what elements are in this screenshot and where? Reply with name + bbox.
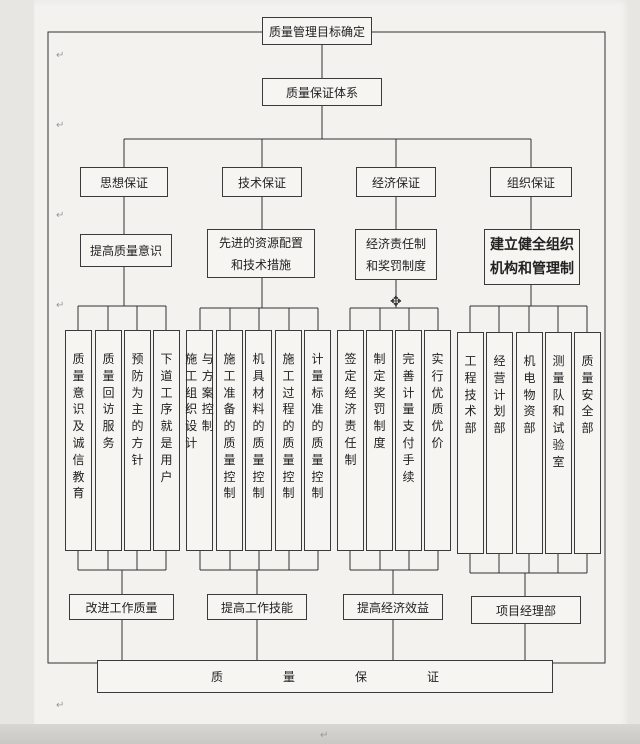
quality-goal-box: 质量管理目标确定 [262,17,372,45]
group1-item-3: 预防为主的方针 [124,330,151,551]
group3-item-2: 制定奖罚制度 [366,330,393,551]
improve-work-quality-box: 改进工作质量 [69,594,174,620]
quality-guarantee-final-label: 质量保证 [210,670,499,684]
quality-system-box: 质量保证体系 [262,78,382,106]
group2-item-5: 计量标准的质量控制 [304,330,331,551]
group1-item-2: 质量回访服务 [95,330,122,551]
paragraph-mark: ↵ [56,210,65,221]
paragraph-mark: ↵ [56,50,65,61]
group1-item-1: 质量意识及诚信教育 [65,330,92,551]
group4-item-5-label: 质量安全部 [581,354,594,436]
paragraph-mark: ↵ [56,300,65,311]
resource-allocation-box: 先进的资源配置 和技术措施 [207,229,315,278]
page-bottom-edge [0,724,640,744]
group2-item-3: 机具材料的质量控制 [245,330,272,551]
group3-item-4: 实行优质优价 [424,330,451,551]
group3-item-4-label: 实行优质优价 [431,352,444,450]
group4-item-3-label: 机电物资部 [523,354,536,436]
group1-item-1-label: 质量意识及诚信教育 [72,352,85,501]
group4-item-5: 质量安全部 [574,332,601,554]
group1-item-3-label: 预防为主的方针 [131,352,144,467]
group2-item-1-col-b: 与方案控制 [201,352,214,434]
group2-item-1-col-a: 施工组织设计 [185,352,198,450]
group2-item-2: 施工准备的质量控制 [216,330,243,551]
project-department-box: 项目经理部 [471,596,581,624]
group4-item-1-label: 工程技术部 [464,354,477,436]
quality-guarantee-final-box: 质量保证 [97,660,553,693]
improve-skills-box: 提高工作技能 [207,594,307,620]
group1-item-4-label: 下道工序就是用户 [160,352,173,484]
group3-item-1: 签定经济责任制 [337,330,364,551]
group2-item-1: 施工组织设计 与方案控制 [184,330,215,551]
group4-item-1: 工程技术部 [457,332,484,554]
ideology-guarantee-box: 思想保证 [80,167,168,197]
economic-responsibility-box: 经济责任制 和奖罚制度 [355,229,437,280]
group2-item-4: 施工过程的质量控制 [275,330,302,551]
quality-awareness-box: 提高质量意识 [80,234,172,267]
paragraph-mark: ↵ [56,700,65,711]
group4-item-3: 机电物资部 [516,332,543,554]
group4-item-4-label: 测量队和试验室 [552,354,565,469]
paragraph-mark: ↵ [56,120,65,131]
group3-item-1-label: 签定经济责任制 [344,352,357,467]
economy-guarantee-box: 经济保证 [356,167,436,197]
technology-guarantee-box: 技术保证 [222,167,302,197]
group2-item-3-label: 机具材料的质量控制 [252,352,265,501]
paragraph-mark: ↵ [320,730,329,741]
group3-item-2-label: 制定奖罚制度 [373,352,386,450]
organization-system-box: 建立健全组织 机构和管理制 [484,229,580,285]
group3-item-3-label: 完善计量支付手续 [402,352,415,484]
group2-item-4-label: 施工过程的质量控制 [282,352,295,501]
organization-guarantee-box: 组织保证 [490,167,572,197]
group4-item-2-label: 经营计划部 [493,354,506,436]
group4-item-4: 测量队和试验室 [545,332,572,554]
group2-item-2-label: 施工准备的质量控制 [223,352,236,501]
group4-item-2: 经营计划部 [486,332,513,554]
improve-economic-benefit-box: 提高经济效益 [343,594,443,620]
group2-item-1-label: 施工组织设计 与方案控制 [184,351,215,550]
group1-item-2-label: 质量回访服务 [102,352,115,450]
group1-item-4: 下道工序就是用户 [153,330,180,551]
group2-item-5-label: 计量标准的质量控制 [311,352,324,501]
group3-item-3: 完善计量支付手续 [395,330,422,551]
move-cursor-icon: ✥ [390,294,402,310]
